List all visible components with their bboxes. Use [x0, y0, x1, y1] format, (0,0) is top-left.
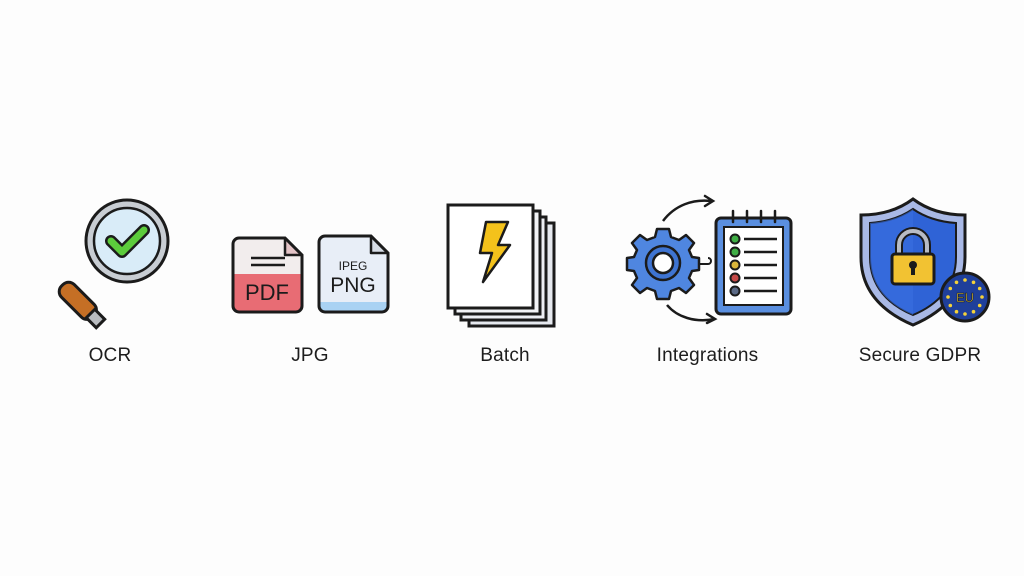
feature-ocr: OCR: [40, 190, 180, 380]
feature-label-integrations: Integrations: [656, 345, 759, 366]
svg-text:PNG: PNG: [330, 274, 376, 297]
file-formats-icon: PDF IPEG PNG: [225, 190, 395, 330]
gear-checklist-icon: [620, 190, 795, 330]
shield-lock-eu-icon: EU: [835, 190, 1005, 330]
svg-text:IPEG: IPEG: [339, 259, 368, 273]
feature-label-jpg: JPG: [291, 345, 329, 366]
feature-jpg: PDF IPEG PNG JPG: [225, 190, 395, 380]
stacked-pages-lightning-icon: [440, 190, 570, 330]
pdf-file-icon: PDF: [231, 236, 304, 314]
svg-text:EU: EU: [956, 290, 974, 305]
feature-label-gdpr: Secure GDPR: [858, 345, 982, 366]
checklist-board-icon: [714, 209, 792, 315]
eu-badge: EU: [939, 271, 991, 322]
svg-text:PDF: PDF: [245, 280, 289, 305]
gear-icon: [625, 227, 700, 300]
feature-batch: Batch: [440, 190, 570, 380]
feature-label-ocr: OCR: [88, 345, 132, 366]
feature-integrations: Integrations: [620, 190, 795, 380]
magnifier-check-icon: [40, 190, 180, 330]
feature-label-batch: Batch: [480, 345, 530, 366]
feature-gdpr: EU Secure GDPR: [835, 190, 1005, 380]
png-file-icon: IPEG PNG: [317, 234, 390, 314]
